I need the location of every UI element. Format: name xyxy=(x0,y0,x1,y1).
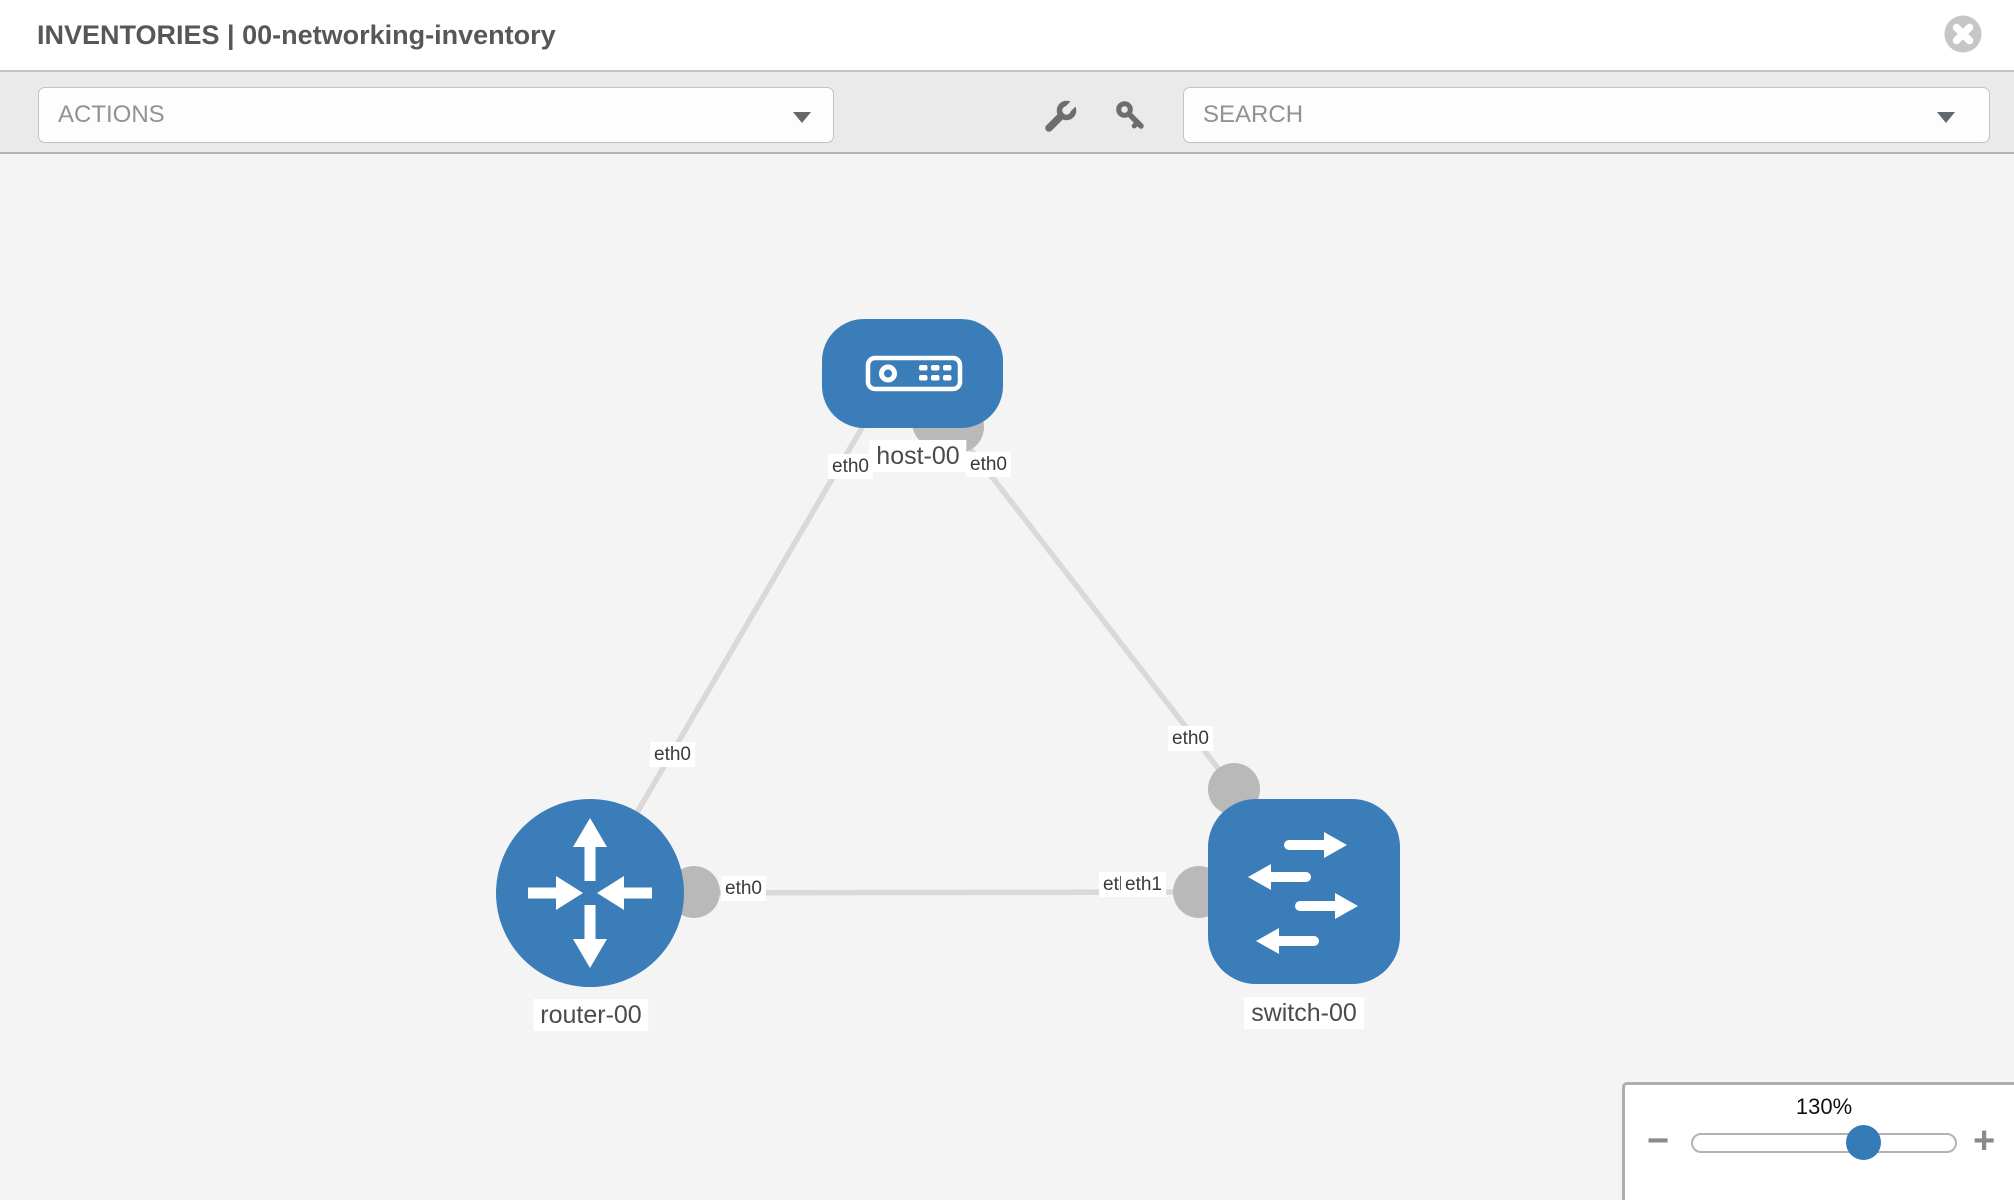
zoom-slider-handle[interactable] xyxy=(1846,1125,1881,1160)
wrench-icon xyxy=(1045,99,1078,132)
key-icon xyxy=(1116,101,1144,129)
router-icon xyxy=(528,818,652,968)
search-dropdown[interactable]: SEARCH xyxy=(1183,87,1990,143)
interface-label: eth0 xyxy=(650,742,695,767)
page-title: INVENTORIES | 00-networking-inventory xyxy=(37,20,556,50)
search-placeholder: SEARCH xyxy=(1203,101,1304,128)
node-switch[interactable] xyxy=(1208,799,1400,984)
zoom-slider-track[interactable] xyxy=(1691,1133,1957,1153)
zoom-out-button[interactable]: − xyxy=(1647,1120,1670,1162)
node-host[interactable] xyxy=(822,319,1003,428)
topology-canvas[interactable]: eth0 eth0 eth0 eth0 eth0 eth0 eth1 host-… xyxy=(0,154,2014,1200)
node-label-router: router-00 xyxy=(533,999,649,1031)
zoom-in-button[interactable]: + xyxy=(1973,1120,1996,1162)
close-button[interactable] xyxy=(1944,15,1982,53)
actions-dropdown-label: ACTIONS xyxy=(58,101,165,128)
chevron-down-icon xyxy=(793,112,811,123)
node-label-switch: switch-00 xyxy=(1244,997,1364,1029)
interface-label: eth0 xyxy=(828,454,873,479)
header: INVENTORIES | 00-networking-inventory xyxy=(0,0,2014,70)
node-router[interactable] xyxy=(496,799,684,987)
zoom-level: 130% xyxy=(1795,1094,1853,1119)
key-button[interactable] xyxy=(1114,99,1148,133)
host-icon xyxy=(865,355,963,392)
interface-label: eth0 xyxy=(721,876,766,901)
switch-icon xyxy=(1248,832,1358,954)
chevron-down-icon xyxy=(1937,112,1955,123)
interface-label: eth0 xyxy=(1168,726,1213,751)
toolbar: ACTIONS SEARCH xyxy=(0,70,2014,154)
link-router-host[interactable] xyxy=(587,395,883,895)
node-label-host: host-00 xyxy=(869,440,967,472)
wrench-button[interactable] xyxy=(1044,99,1078,133)
actions-dropdown[interactable]: ACTIONS xyxy=(38,87,834,143)
interface-label: eth1 xyxy=(1121,872,1166,897)
close-icon xyxy=(1944,15,1982,53)
interface-label: eth0 xyxy=(966,452,1011,477)
zoom-panel: 130% − + xyxy=(1622,1082,2014,1200)
